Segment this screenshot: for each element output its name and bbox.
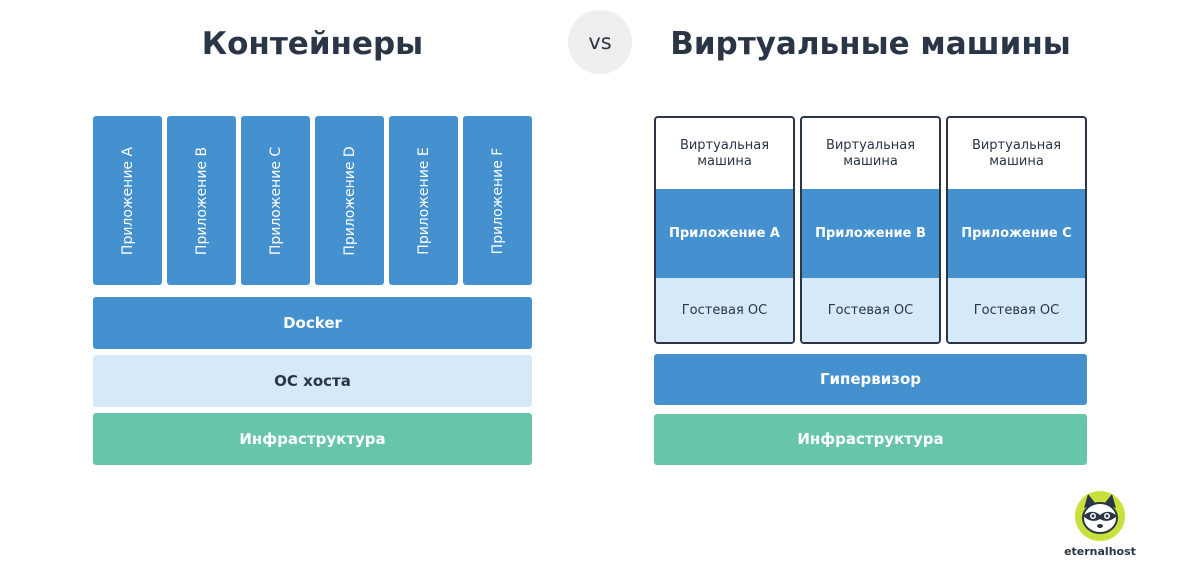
container-app-label: Приложение E — [415, 146, 432, 255]
container-app-label: Приложение F — [489, 147, 506, 254]
vms-title: Виртуальные машины — [670, 26, 1071, 62]
container-app-a: Приложение A — [93, 116, 162, 285]
vm-title: Виртуальная машина — [679, 137, 770, 169]
container-app-label: Приложение C — [267, 146, 284, 255]
container-app-label: Приложение B — [193, 146, 210, 255]
virtual-machine-2: Виртуальная машина Приложение B Гостевая… — [800, 116, 941, 344]
guest-os: Гостевая ОС — [948, 278, 1085, 342]
container-app-label: Приложение D — [341, 145, 358, 256]
container-app-d: Приложение D — [315, 116, 384, 285]
vms-infrastructure-layer: Инфраструктура — [654, 414, 1087, 465]
container-app-e: Приложение E — [389, 116, 458, 285]
hypervisor-layer: Гипервизор — [654, 354, 1087, 405]
vm-title: Виртуальная машина — [825, 137, 916, 169]
host-os-layer: ОС хоста — [93, 355, 532, 407]
container-app-label: Приложение A — [119, 146, 136, 255]
vm-app: Приложение A — [656, 189, 793, 278]
vs-badge: vs — [568, 10, 632, 74]
raccoon-icon — [1075, 491, 1125, 541]
eternalhost-logo[interactable]: eternalhost — [1060, 488, 1140, 560]
docker-layer: Docker — [93, 297, 532, 349]
container-app-b: Приложение B — [167, 116, 236, 285]
virtual-machine-3: Виртуальная машина Приложение C Гостевая… — [946, 116, 1087, 344]
vm-title: Виртуальная машина — [971, 137, 1062, 169]
virtual-machine-1: Виртуальная машина Приложение A Гостевая… — [654, 116, 795, 344]
containers-title: Контейнеры — [201, 26, 424, 62]
guest-os: Гостевая ОС — [656, 278, 793, 342]
guest-os: Гостевая ОС — [802, 278, 939, 342]
vm-app: Приложение B — [802, 189, 939, 278]
logo-text: eternalhost — [1064, 545, 1136, 558]
vm-app: Приложение C — [948, 189, 1085, 278]
containers-infrastructure-layer: Инфраструктура — [93, 413, 532, 465]
container-app-c: Приложение C — [241, 116, 310, 285]
container-app-f: Приложение F — [463, 116, 532, 285]
